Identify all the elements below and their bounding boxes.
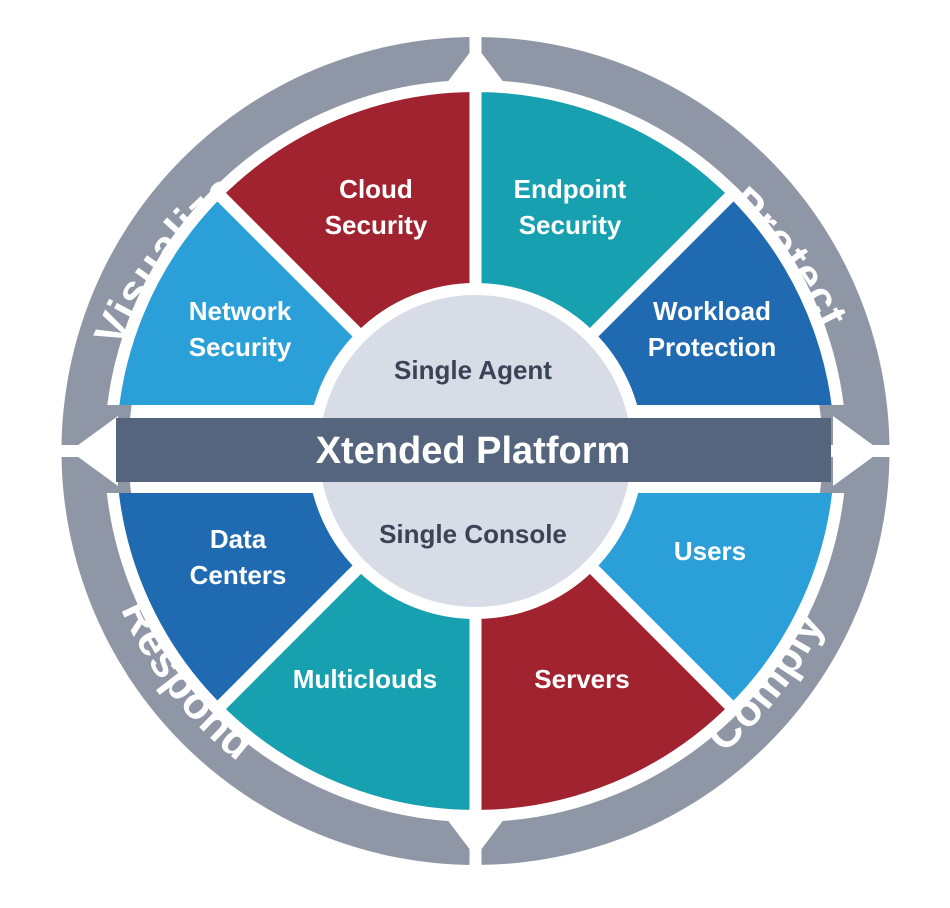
top-segment-label-0-line-0: Network [189, 296, 292, 326]
top-segments [107, 79, 844, 405]
bottom-segment-label-1-line-0: Multiclouds [293, 664, 437, 694]
top-segment-label-1-line-1: Security [325, 210, 428, 240]
single-agent-label: Single Agent [394, 355, 552, 385]
top-segment-label-3-line-0: Workload [653, 296, 771, 326]
bottom-segment-label-3-line-0: Users [674, 536, 746, 566]
notch-left [70, 416, 118, 486]
single-console-label: Single Console [379, 519, 567, 549]
bottom-segment-label-2-line-0: Servers [534, 664, 629, 694]
xtended-platform-label: Xtended Platform [316, 430, 631, 472]
top-segment-label-2-line-0: Endpoint [514, 174, 627, 204]
top-segment-label-3-line-1: Protection [648, 332, 777, 362]
top-segment-0 [107, 184, 378, 405]
bottom-segment-label-0-line-0: Data [210, 524, 267, 554]
top-segment-label-0-line-1: Security [189, 332, 292, 362]
notch-top [440, 45, 511, 92]
bottom-segment-label-3: Users [674, 536, 746, 566]
bottom-segment-label-0-line-1: Centers [190, 560, 287, 590]
bottom-segment-3 [573, 493, 845, 718]
notch-right [833, 416, 881, 486]
notch-bottom [440, 810, 511, 857]
xtended-platform-band [116, 418, 831, 482]
top-segment-label-1-line-0: Cloud [339, 174, 413, 204]
bottom-segment-label-1: Multiclouds [293, 664, 437, 694]
bottom-segment-label-2: Servers [534, 664, 629, 694]
top-segment-label-2-line-1: Security [519, 210, 622, 240]
